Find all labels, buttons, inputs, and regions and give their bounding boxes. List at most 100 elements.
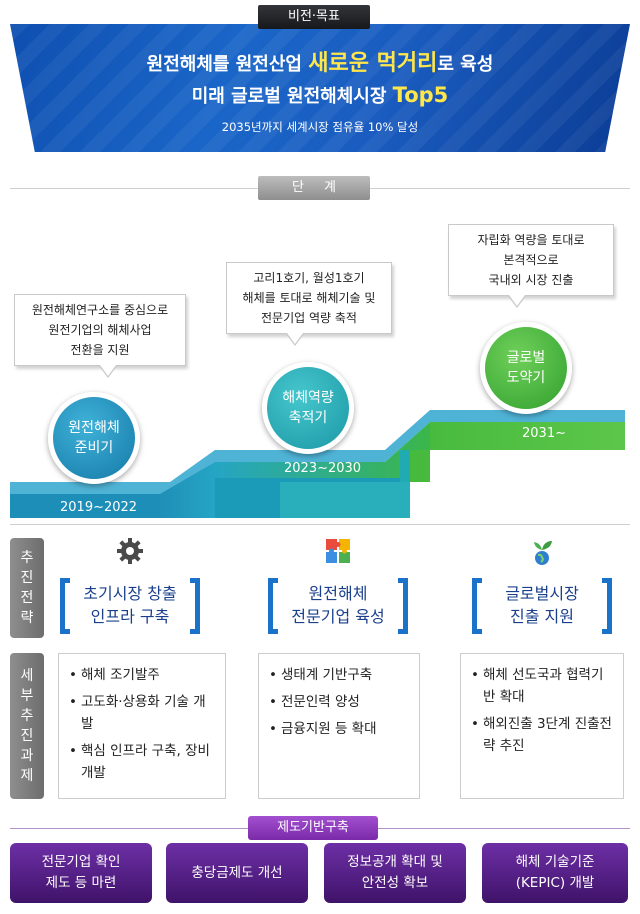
stage-3-callout-line: 본격적으로 [503, 253, 559, 267]
strategy-title-line: 전문기업 육성 [291, 607, 385, 626]
stage-2-step-base [280, 450, 410, 518]
strategy-title-line: 초기시장 창출 [83, 584, 177, 603]
vision-line-2-prefix: 미래 글로벌 원전해체시장 [191, 86, 393, 107]
vision-banner: 원전해체를 원전산업 새로운 먹거리로 육성 미래 글로벌 원전해체시장 Top… [10, 24, 630, 152]
side-label-char: 제 [20, 768, 34, 784]
task-item: 생태계 기반구축 [267, 664, 411, 686]
stage-3-callout: 자립화 역량을 토대로 본격적으로 국내외 시장 진출 [448, 224, 614, 308]
bracket-left [268, 578, 278, 634]
task-item: 고도화·상용화 기술 개발 [67, 691, 217, 735]
bracket-left [472, 578, 482, 634]
task-item: 해체 조기발주 [67, 664, 217, 686]
side-label-char: 추 [20, 708, 34, 724]
system-item-2: 충당금제도 개선 [166, 843, 308, 903]
stage-1-name: 준비기 [74, 440, 114, 456]
task-item: 해외진출 3단계 진출전략 추진 [469, 713, 615, 757]
vision-line-1-suffix: 로 육성 [437, 54, 494, 75]
strategy-title: 초기시장 창출 인프라 구축 [60, 582, 200, 628]
stage-1-callout-line: 전환을 지원 [70, 343, 130, 357]
strategy-title-line: 원전해체 [308, 584, 368, 603]
stage-3-callout-line: 국내외 시장 진출 [488, 273, 574, 287]
system-item-4: 해체 기술기준 (KEPIC) 개발 [482, 843, 628, 903]
stage-1-callout: 원전해체연구소를 중심으로 원전기업의 해체사업 전환을 지원 [14, 294, 186, 378]
side-label-char: 전 [20, 590, 34, 606]
system-item-line: 충당금제도 개선 [191, 864, 283, 881]
task-item: 금융지원 등 확대 [267, 718, 411, 740]
vision-line-1-highlight: 새로운 먹거리 [308, 51, 438, 76]
bracket-right [602, 578, 612, 634]
stage-3-name: 글로벌 [506, 350, 546, 366]
vision-tab: 비전·목표 [258, 5, 370, 29]
side-label-char: 진 [20, 728, 34, 744]
globe-plant-icon [534, 541, 552, 565]
side-label-char: 과 [20, 748, 34, 764]
strategy-title-line: 인프라 구축 [90, 607, 170, 626]
side-label-char: 세 [20, 668, 34, 684]
stage-3-callout-line: 자립화 역량을 토대로 [477, 233, 585, 247]
vision-line-1-prefix: 원전해체를 원전산업 [146, 54, 309, 75]
vision-line-2-highlight: Top5 [392, 83, 449, 107]
stage-2-name: 축적기 [288, 410, 328, 426]
stage-2-callout-line: 고리1호기, 월성1호기 [253, 271, 365, 285]
stage-2-period: 2023∼2030 [284, 461, 362, 476]
divider [10, 524, 630, 525]
vision-line-2: 미래 글로벌 원전해체시장 Top5 [10, 82, 630, 108]
system-item-line: (KEPIC) 개발 [515, 875, 595, 891]
task-item: 전문인력 양성 [267, 691, 411, 713]
divider [370, 188, 630, 189]
strategy-title: 원전해체 전문기업 육성 [268, 582, 408, 628]
gear-icon [117, 538, 143, 564]
stage-2-callout-line: 해체를 토대로 해체기술 및 [242, 291, 376, 305]
task-item: 핵심 인프라 구축, 장비 개발 [67, 740, 217, 784]
bracket-left [60, 578, 70, 634]
stage-1-callout-line: 원전해체연구소를 중심으로 [31, 303, 169, 317]
strategy-title: 글로벌시장 진출 지원 [472, 582, 612, 628]
stage-1-name: 원전해체 [68, 420, 120, 436]
stage-2-step [215, 422, 430, 482]
side-label-char: 추 [20, 550, 34, 566]
system-item-line: 해체 기술기준 [515, 854, 595, 870]
stage-3-period: 2031∼ [522, 426, 566, 441]
stage-tab: 단 계 [258, 176, 370, 200]
puzzle-icon [326, 539, 350, 563]
divider [10, 188, 258, 189]
vision-line-3: 2035년까지 세계시장 점유율 10% 달성 [221, 120, 419, 134]
strategy-item-3: 글로벌시장 진출 지원 [472, 536, 612, 634]
stage-2-name: 해체역량 [282, 390, 334, 406]
tasks-side-label: 세 부 추 진 과 제 [10, 653, 44, 799]
stage-3-step [400, 422, 625, 482]
bracket-right [190, 578, 200, 634]
stage-2-callout-line: 전문기업 역량 축적 [261, 311, 357, 325]
task-item: 해체 선도국과 협력기반 확대 [469, 664, 615, 708]
side-label-char: 략 [20, 610, 34, 626]
task-box-3: 해체 선도국과 협력기반 확대 해외진출 3단계 진출전략 추진 [460, 653, 624, 799]
task-box-2: 생태계 기반구축 전문인력 양성 금융지원 등 확대 [258, 653, 420, 799]
stage-3-name: 도약기 [506, 370, 546, 386]
system-item-line: 전문기업 확인 [41, 854, 121, 870]
system-tab: 제도기반구축 [248, 816, 378, 840]
task-box-1: 해체 조기발주 고도화·상용화 기술 개발 핵심 인프라 구축, 장비 개발 [58, 653, 226, 799]
system-item-line: 제도 등 마련 [45, 875, 117, 891]
strategy-side-label: 추 진 전 략 [10, 538, 44, 638]
stage-1-period: 2019∼2022 [60, 500, 138, 515]
system-item-line: 정보공개 확대 및 [347, 854, 443, 870]
vision-line-1: 원전해체를 원전산업 새로운 먹거리로 육성 [10, 45, 630, 77]
side-label-char: 진 [20, 570, 34, 586]
stage-1-riser [160, 462, 215, 518]
strategy-title-line: 글로벌시장 [505, 584, 579, 603]
strategy-item-2: 원전해체 전문기업 육성 [268, 536, 408, 634]
stage-1-base [10, 494, 160, 518]
strategy-item-1: 초기시장 창출 인프라 구축 [60, 536, 200, 634]
system-item-line: 안전성 확보 [361, 875, 429, 891]
side-label-char: 부 [20, 688, 34, 704]
stage-2-step-lower [215, 478, 400, 518]
bracket-right [398, 578, 408, 634]
strategy-title-line: 진출 지원 [510, 607, 574, 626]
stage-1-callout-line: 원전기업의 해체사업 [48, 323, 152, 337]
stage-2-callout: 고리1호기, 월성1호기 해체를 토대로 해체기술 및 전문기업 역량 축적 [226, 262, 392, 346]
